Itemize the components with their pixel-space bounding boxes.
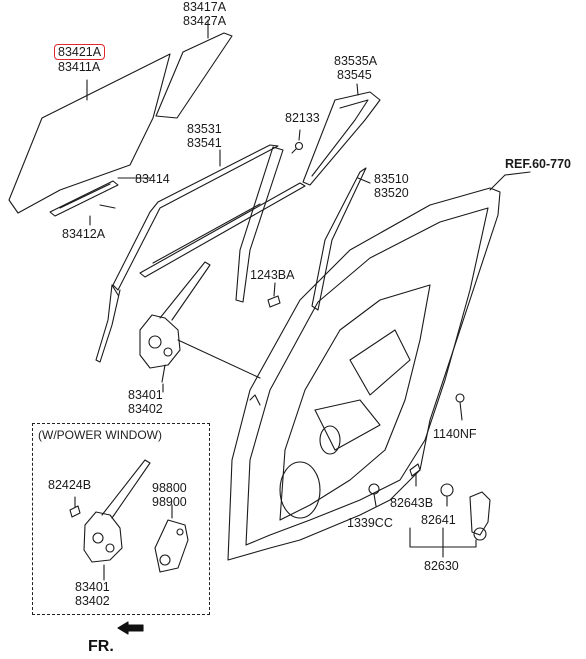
part-label-82630[interactable]: 82630 bbox=[424, 559, 459, 573]
part-label-82133[interactable]: 82133 bbox=[285, 111, 320, 125]
washer-82641 bbox=[440, 483, 454, 497]
highlighted-part-number[interactable]: 83421A bbox=[54, 44, 106, 60]
reference-label[interactable]: REF.60-770 bbox=[505, 157, 572, 171]
part-label-83414[interactable]: 83414 bbox=[135, 172, 170, 186]
window-motor bbox=[154, 519, 189, 573]
quarter-glass bbox=[155, 32, 233, 119]
clip-82643b bbox=[409, 463, 421, 477]
glass-channel bbox=[49, 180, 119, 217]
channel-83510 bbox=[311, 167, 367, 311]
part-label-1140nf[interactable]: 1140NF bbox=[433, 427, 477, 441]
handle-82630 bbox=[469, 491, 491, 536]
front-direction-label: FR. bbox=[88, 638, 114, 655]
door-glass bbox=[8, 53, 171, 214]
power-window-option-label: (W/POWER WINDOW) bbox=[38, 428, 162, 442]
door-panel bbox=[227, 187, 501, 561]
bolt-1243ba bbox=[267, 295, 281, 308]
part-label-1339cc[interactable]: 1339CC bbox=[347, 516, 393, 530]
part-label-83412a[interactable]: 83412A bbox=[62, 227, 106, 241]
part-label-82641[interactable]: 82641 bbox=[421, 513, 456, 527]
delta-moulding bbox=[302, 91, 381, 186]
screw-1140nf bbox=[455, 393, 465, 403]
screw-82133 bbox=[294, 141, 304, 151]
front-arrow bbox=[117, 621, 144, 635]
part-label-82643b[interactable]: 82643B bbox=[390, 496, 434, 510]
power-window-option-box bbox=[32, 423, 210, 615]
part-label-83421a[interactable]: 83421A 83411A bbox=[54, 44, 106, 74]
rear-channel bbox=[112, 144, 279, 291]
part-label-82424b[interactable]: 82424B bbox=[48, 478, 92, 492]
regulator bbox=[139, 314, 181, 369]
run-channel-strip bbox=[235, 146, 284, 303]
part-label-1243ba[interactable]: 1243BA bbox=[250, 268, 295, 282]
power-regulator bbox=[83, 511, 123, 563]
